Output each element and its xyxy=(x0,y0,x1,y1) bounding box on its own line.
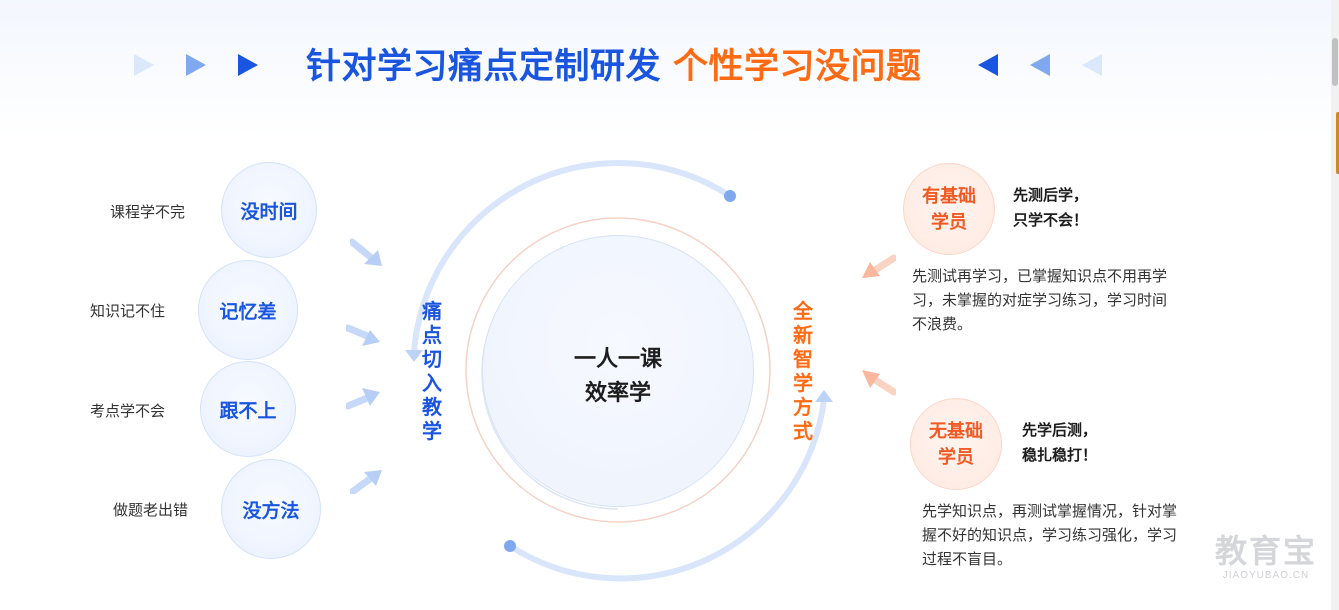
student-description: 先学知识点，再测试掌握情况，针对掌握不好的知识点，学习练习强化，学习过程不盲目。 xyxy=(922,503,1178,568)
pain-bubble-text: 没时间 xyxy=(240,201,298,223)
arrow-left-down-icon xyxy=(862,254,896,278)
triangle-right-icon xyxy=(134,54,154,76)
student-tag: 先学后测， 稳扎稳打！ xyxy=(1022,418,1097,468)
student-bubble-line1: 无基础 xyxy=(929,421,983,441)
triangle-left-icon xyxy=(978,54,998,76)
arc-dot-bottom xyxy=(504,540,516,552)
student-tag: 先测后学， 只学不会！ xyxy=(1013,183,1088,233)
watermark-logo: 教育宝 JIAOYUBAO.CN xyxy=(1208,532,1324,581)
title-orange: 个性学习没问题 xyxy=(673,47,922,86)
student-description: 先测试再学习，已掌握知识点不用再学习，未掌握的对症学习练习，学习时间不浪费。 xyxy=(912,268,1168,333)
outer-arc-top xyxy=(411,159,733,355)
arrow-right-up-icon xyxy=(350,470,382,494)
triangle-left-icon xyxy=(1082,54,1102,76)
pain-bubble: 没方法 xyxy=(221,459,321,559)
student-tag-line1: 先学后测， xyxy=(1022,422,1098,439)
watermark-main: 教育宝 xyxy=(1214,533,1317,569)
center-line-2: 效率学 xyxy=(584,380,651,405)
student-tag-line1: 先测后学， xyxy=(1013,187,1089,204)
arc-arrow-head xyxy=(405,350,423,362)
student-bubble-line1: 有基础 xyxy=(922,186,976,206)
watermark-sub: JIAOYUBAO.CN xyxy=(1222,570,1310,581)
student-bubble-line2: 学员 xyxy=(938,447,974,467)
outer-arc-bottom xyxy=(507,397,827,582)
pain-label: 课程学不完 xyxy=(110,204,186,221)
triangle-right-icon xyxy=(238,54,258,76)
middle-ring xyxy=(465,217,771,523)
scrollbar-track[interactable] xyxy=(1331,0,1339,610)
center-line-1: 一人一课 xyxy=(573,346,662,371)
scrollbar-thumb[interactable] xyxy=(1332,38,1338,86)
header: 针对学习痛点定制研发个性学习没问题 xyxy=(0,40,1339,94)
pain-bubble-text: 没方法 xyxy=(242,500,300,522)
side-tab[interactable] xyxy=(1336,112,1339,174)
student-tag-line2: 稳扎稳打！ xyxy=(1022,447,1098,464)
arc-arrow-head xyxy=(815,390,833,402)
arrow-right-down-icon xyxy=(346,324,380,346)
student-bubble: 无基础 学员 xyxy=(910,398,1002,490)
triangle-right-icon xyxy=(186,54,206,76)
right-vertical-label: 全新智学方式 xyxy=(793,301,813,443)
pain-bubble: 跟不上 xyxy=(200,361,296,457)
pain-bubble-text: 跟不上 xyxy=(219,400,277,422)
arrow-left-up-icon xyxy=(862,370,896,396)
pain-label: 做题老出错 xyxy=(113,502,189,519)
student-bubble: 有基础 学员 xyxy=(903,163,995,255)
pain-label: 考点学不会 xyxy=(90,403,166,420)
pain-bubble: 没时间 xyxy=(221,162,317,258)
title-blue: 针对学习痛点定制研发 xyxy=(306,47,662,86)
arrow-right-down-icon xyxy=(350,238,382,266)
arrow-right-up-icon xyxy=(346,388,380,410)
pain-bubble-text: 记忆差 xyxy=(219,301,277,323)
student-tag-line2: 只学不会！ xyxy=(1013,212,1089,229)
student-bubble-line2: 学员 xyxy=(931,212,967,232)
arc-dot-top xyxy=(724,190,736,202)
left-vertical-label: 痛点切入教学 xyxy=(422,301,442,443)
page-title: 针对学习痛点定制研发个性学习没问题 xyxy=(306,40,922,94)
triangle-left-icon xyxy=(1030,54,1050,76)
pain-bubble: 记忆差 xyxy=(198,260,298,360)
center-circle xyxy=(482,235,754,507)
pain-label: 知识记不住 xyxy=(90,303,166,320)
